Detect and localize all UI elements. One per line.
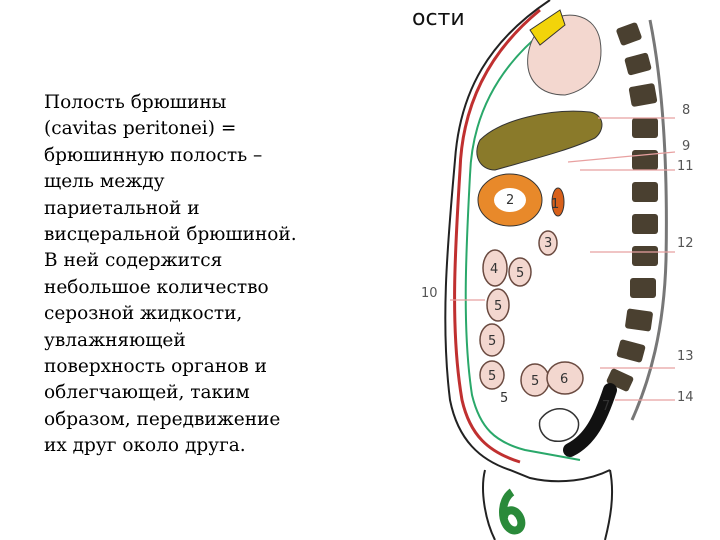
spine bbox=[606, 22, 658, 393]
organ-number-5d: 5 bbox=[488, 369, 496, 384]
callout-line-9 bbox=[568, 152, 675, 162]
organ-number-5b: 5 bbox=[494, 299, 502, 314]
callout-8: 8 bbox=[682, 103, 690, 118]
organ-number-5c: 5 bbox=[488, 334, 496, 349]
organ-number-3: 3 bbox=[544, 236, 552, 251]
callout-12: 12 bbox=[677, 236, 694, 251]
callout-14: 14 bbox=[677, 390, 694, 405]
organ-number-6: 6 bbox=[560, 372, 568, 387]
callout-13: 13 bbox=[677, 349, 694, 364]
peritoneal-cavity-diagram: 8 9 11 12 13 14 10 1 2 3 4 5 5 5 5 5 5 6… bbox=[400, 0, 720, 540]
organ-number-5f: 5 bbox=[500, 391, 508, 406]
body-text: Полость брюшины (cavitas peritonei) = бр… bbox=[44, 90, 374, 460]
organ-number-4: 4 bbox=[490, 262, 498, 277]
organ-number-2: 2 bbox=[506, 193, 514, 208]
callout-11: 11 bbox=[677, 159, 694, 174]
bladder bbox=[539, 409, 578, 442]
organ-number-1: 1 bbox=[551, 197, 559, 212]
callout-10: 10 bbox=[421, 286, 438, 301]
liver bbox=[477, 111, 602, 170]
organ-number-5a: 5 bbox=[516, 266, 524, 281]
green-six-shape bbox=[503, 492, 521, 530]
callout-9: 9 bbox=[682, 139, 690, 154]
organ-number-7: 7 bbox=[602, 399, 610, 414]
organ-number-5e: 5 bbox=[531, 374, 539, 389]
